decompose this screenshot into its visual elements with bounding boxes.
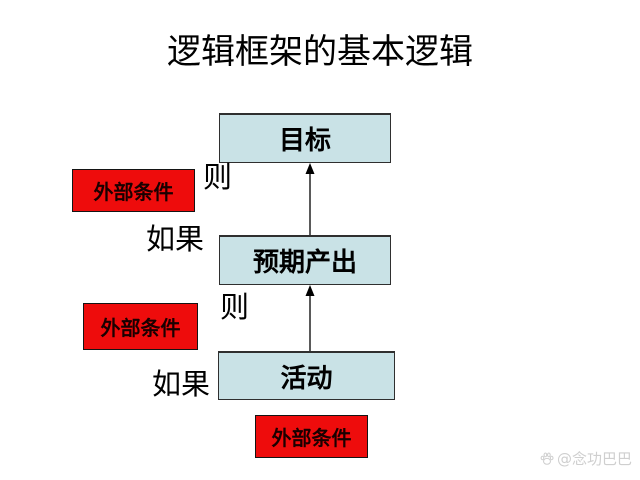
- expected-output-box: 预期产出: [219, 235, 391, 285]
- external-condition-label: 外部条件: [93, 180, 174, 204]
- paw-icon: [539, 451, 555, 467]
- if-label-2: 如果: [152, 367, 211, 401]
- expected-output-box-label: 预期产出: [252, 248, 357, 278]
- then-label-2: 则: [220, 290, 250, 324]
- watermark: @念功巴巴: [539, 448, 632, 469]
- goal-box: 目标: [219, 113, 391, 163]
- external-condition-box-3: 外部条件: [255, 415, 368, 458]
- external-condition-box-1: 外部条件: [72, 169, 195, 212]
- then-label-1: 则: [203, 160, 233, 194]
- external-condition-label: 外部条件: [100, 316, 181, 340]
- goal-box-label: 目标: [278, 126, 331, 156]
- external-condition-box-2: 外部条件: [83, 303, 198, 350]
- arrow-activity-to-output: [305, 285, 315, 351]
- page-title: 逻辑框架的基本逻辑: [167, 32, 473, 72]
- activity-box-label: 活动: [280, 363, 333, 394]
- watermark-text: @念功巴巴: [556, 450, 632, 468]
- activity-box: 活动: [218, 351, 395, 400]
- external-condition-label: 外部条件: [271, 426, 352, 450]
- arrow-output-to-goal: [305, 163, 315, 235]
- if-label-1: 如果: [146, 222, 205, 256]
